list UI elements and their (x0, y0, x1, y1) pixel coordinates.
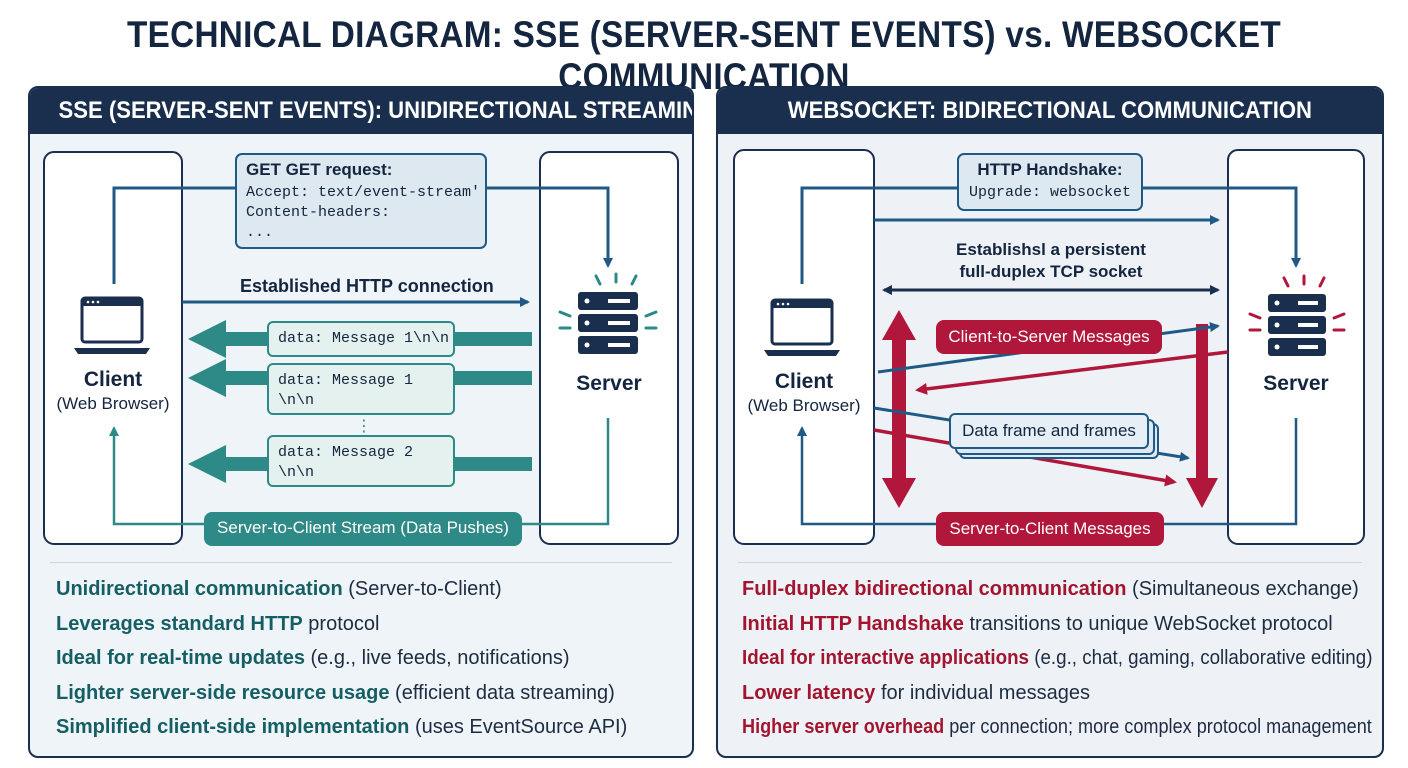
request-box (235, 153, 487, 249)
sse-bullet-bold: Simplified client-side implementation (56, 716, 410, 738)
s2c-label-box (936, 512, 1164, 546)
request-box-line2: Content-headers: (246, 204, 391, 221)
sse-bullet-rest: (uses EventSource API) (409, 716, 628, 738)
message-3-text: data: Message 2 (278, 444, 414, 461)
sse-bullet-rest: (e.g., live feeds, notifications) (304, 647, 570, 669)
server-icon (1268, 294, 1326, 356)
stream-label: Server-to-Client Stream (Data Pushes) (217, 518, 509, 537)
sse-divider (50, 562, 672, 563)
ws-bullet-rest: (e.g., chat, gaming, collaborative editi… (1029, 647, 1373, 669)
c2s-label: Client-to-Server Messages (948, 327, 1150, 346)
frames-label: Data frame and frames (962, 421, 1136, 440)
ws-bullet-item: Ideal for interactive applications (e.g.… (742, 641, 1372, 676)
connection-label: Established HTTP connection (240, 276, 494, 296)
c2s-label-box (936, 320, 1162, 354)
message-1-text: data: Message 1\n\n (278, 330, 450, 347)
message-box-3 (267, 435, 455, 487)
sse-client-label: Client (83, 368, 143, 391)
sse-diagram (43, 151, 679, 546)
sse-bullet-item: Unidirectional communication (Server-to-… (56, 572, 682, 607)
server-signal-icon (558, 272, 658, 330)
ws-bullet-bold: Full-duplex bidirectional communication (742, 578, 1127, 600)
ws-panel-header: WEBSOCKET: BIDIRECTIONAL COMMUNICATION (718, 88, 1382, 134)
ws-bullet-bold: Ideal for interactive applications (742, 647, 1030, 669)
ws-bullet-item: Higher server overhead per connection; m… (742, 710, 1372, 745)
ws-bullet-rest: (Simultaneous exchange) (1126, 578, 1359, 600)
socket-label-1: Establishsl a persistent (956, 240, 1146, 259)
server-icon (578, 292, 638, 354)
sse-bullet-bold: Ideal for real-time updates (56, 647, 305, 669)
sse-bullet-rest: (Server-to-Client) (342, 578, 502, 600)
sse-bullet-list: Unidirectional communication (Server-to-… (56, 572, 682, 745)
sse-bullet-item: Leverages standard HTTP protocol (56, 607, 682, 642)
ws-bullet-list: Full-duplex bidirectional communication … (742, 572, 1372, 745)
ws-client-label: Client (774, 370, 834, 393)
sse-client-sublabel: (Web Browser) (56, 394, 170, 413)
ws-bullet-rest: for individual messages (875, 681, 1090, 704)
ws-client-box (733, 149, 875, 545)
socket-label-2: full-duplex TCP socket (959, 262, 1143, 281)
ws-bullet-item: Initial HTTP Handshake transitions to un… (742, 607, 1372, 642)
s2c-arrow-1 (915, 350, 1229, 395)
ws-server-label: Server (1263, 372, 1329, 395)
request-box-line3: ... (246, 224, 274, 241)
sse-panel-header: SSE (SERVER-SENT EVENTS): UNIDIRECTIONAL… (30, 88, 692, 134)
ws-bullet-bold: Lower latency (742, 681, 876, 704)
sse-bullet-item: Simplified client-side implementation (u… (56, 710, 682, 745)
ws-header-title: WEBSOCKET: BIDIRECTIONAL COMMUNICATION (787, 97, 1313, 124)
ws-bullet-item: Lower latency for individual messages (742, 676, 1372, 711)
server-signal-icon (1248, 274, 1346, 332)
sse-panel: SSE (SERVER-SENT EVENTS): UNIDIRECTIONAL… (28, 86, 694, 758)
ws-bullet-bold: Higher server overhead (742, 716, 945, 738)
sse-header-title: SSE (SERVER-SENT EVENTS): UNIDIRECTIONAL… (58, 97, 694, 124)
sse-bullet-rest: (efficient data streaming) (389, 681, 615, 704)
message-box-2 (267, 363, 455, 415)
sse-bullet-bold: Leverages standard HTTP (56, 612, 303, 635)
sse-bullet-bold: Unidirectional communication (56, 578, 343, 600)
sse-bullet-item: Ideal for real-time updates (e.g., live … (56, 641, 682, 676)
handshake-title: HTTP Handshake: (977, 160, 1123, 179)
message-2-text-2: \n\n (278, 392, 315, 409)
ws-panel: WEBSOCKET: BIDIRECTIONAL COMMUNICATION (716, 86, 1384, 758)
page-title: TECHNICAL DIAGRAM: SSE (SERVER-SENT EVEN… (127, 14, 1281, 97)
laptop-icon (764, 298, 840, 356)
ws-divider (738, 562, 1362, 563)
ws-client-sublabel: (Web Browser) (747, 396, 861, 415)
ws-bullet-bold: Initial HTTP Handshake (742, 612, 964, 635)
message-3-text-2: \n\n (278, 464, 315, 481)
handshake-box (957, 153, 1143, 211)
message-box-1 (267, 321, 455, 357)
request-box-title: GET GET request: (246, 160, 393, 179)
handshake-line1: Upgrade: websocket (968, 184, 1132, 201)
message-ellipsis: ⋮ (356, 418, 372, 435)
server-vertical-arrow (1186, 324, 1218, 508)
ws-bullet-item: Full-duplex bidirectional communication … (742, 572, 1372, 607)
message-2-text: data: Message 1 (278, 372, 414, 389)
frames-box (949, 413, 1149, 449)
sse-server-label: Server (576, 372, 642, 395)
sse-bullet-rest: protocol (302, 612, 380, 635)
request-box-line1: Accept: text/event-stream' (246, 184, 481, 201)
s2c-label: Server-to-Client Messages (949, 519, 1151, 538)
sse-bullet-item: Lighter server-side resource usage (effi… (56, 676, 682, 711)
sse-bullet-bold: Lighter server-side resource usage (56, 681, 390, 704)
ws-diagram (733, 149, 1365, 546)
stream-label-box (204, 512, 522, 546)
ws-bullet-rest: per connection; more complex protocol ma… (944, 716, 1372, 738)
laptop-icon (74, 296, 150, 354)
ws-bullet-rest: transitions to unique WebSocket protocol (963, 612, 1333, 635)
